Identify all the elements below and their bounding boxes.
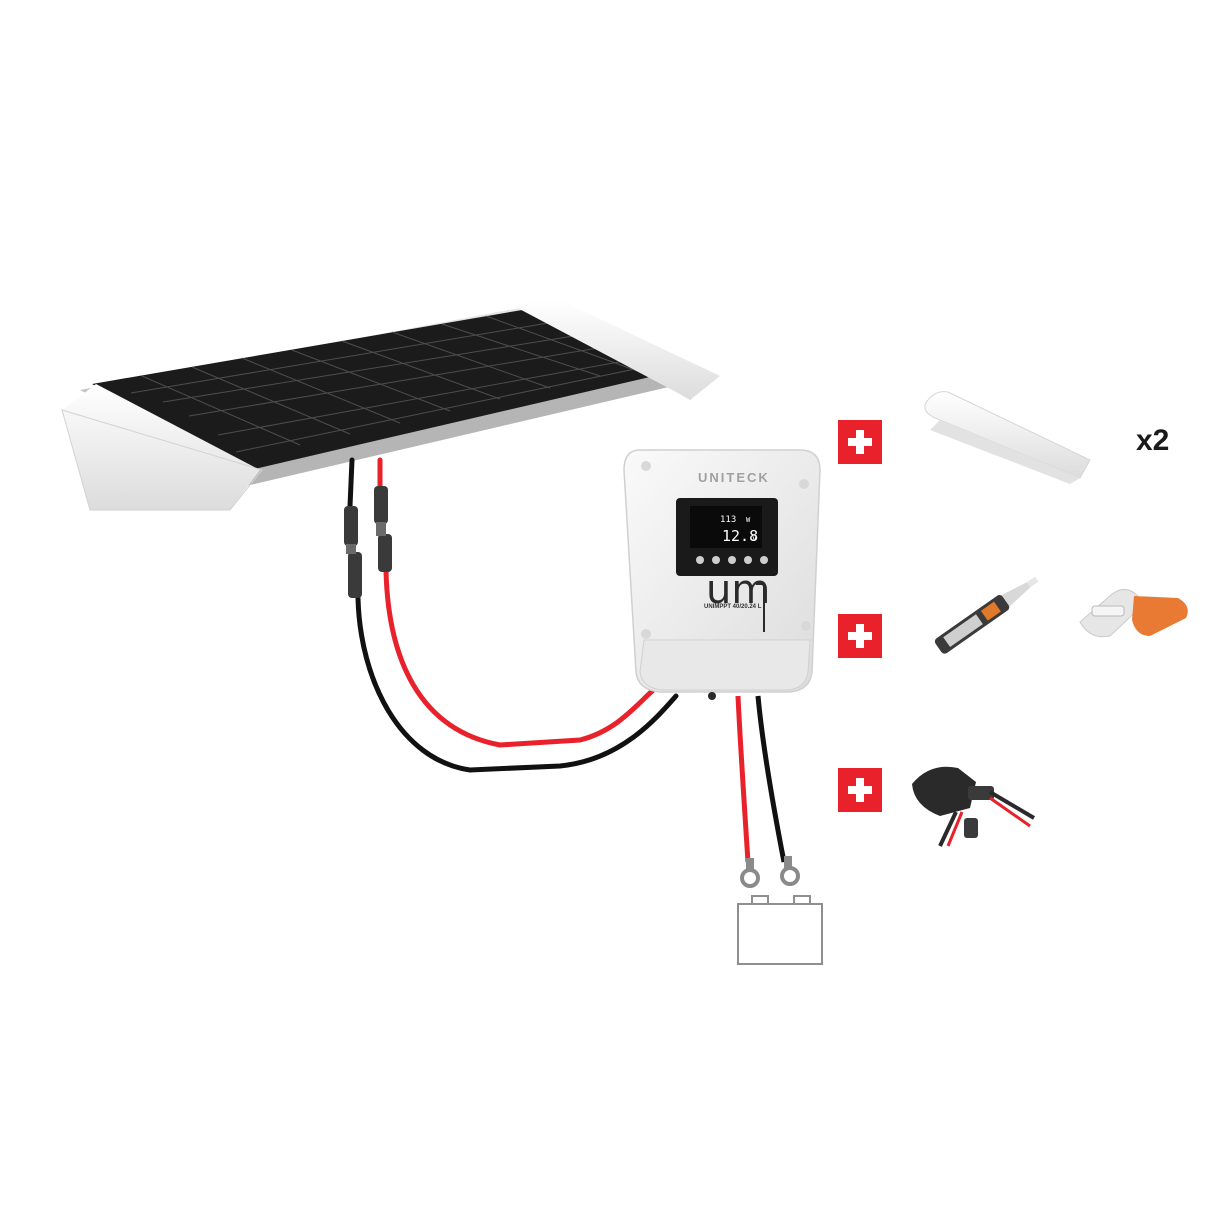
solar-panel-image: [61, 300, 720, 511]
control-buttons: [696, 556, 768, 564]
ring-terminals: [740, 856, 800, 888]
sealant-tube-image: [934, 576, 1039, 654]
mounting-bracket-image: [924, 391, 1091, 484]
controller-brand-label: UNITECK: [698, 470, 770, 485]
mc4-connectors: [344, 486, 392, 598]
lcd-screen: [690, 506, 762, 548]
cable-entry-gland-image: [1079, 589, 1188, 638]
panel-cables: [347, 457, 679, 773]
battery-positive-wire: [735, 695, 751, 863]
controller-model-label: UNIMPPT 40/20.24 L: [704, 604, 762, 610]
plus-icon: [838, 614, 882, 658]
positive-main-wire: [383, 567, 661, 748]
display-voltage-unit: V: [752, 534, 757, 543]
plus-icon: [838, 420, 882, 464]
battery-icon: [737, 895, 823, 965]
display-power-unit: W: [746, 516, 751, 524]
negative-panel-wire: [347, 457, 355, 509]
cable-junction-box-image: [912, 766, 1036, 847]
controller-logo: um: [706, 567, 771, 613]
display-power-value: 113: [720, 515, 736, 525]
display-voltage-value: 12.8: [722, 527, 758, 545]
charge-controller-image: [623, 449, 821, 863]
negative-main-wire: [355, 595, 679, 773]
battery-negative-wire: [755, 695, 787, 863]
plus-icon: [838, 768, 882, 812]
bracket-quantity-label: x2: [1136, 424, 1170, 457]
